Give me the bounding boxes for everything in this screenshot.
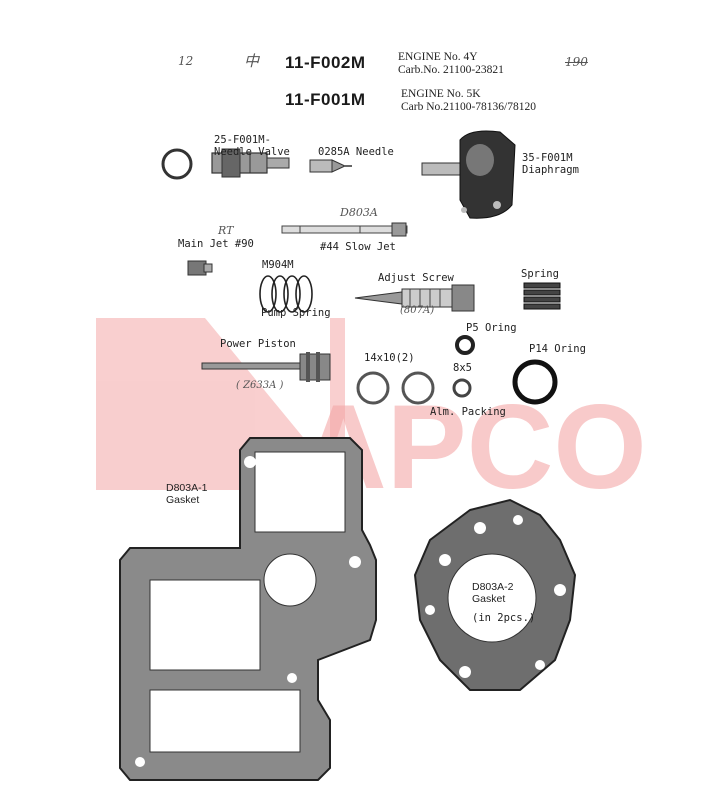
- packing-14x10-label: 14x10(2): [364, 352, 415, 364]
- gasket-1-label: D803A-1 Gasket: [166, 482, 207, 506]
- needle-icon: [309, 159, 352, 173]
- part-code: 35-F001M: [522, 152, 573, 164]
- alm-packing-label: Alm. Packing: [430, 406, 506, 418]
- part-name: Gasket: [166, 494, 200, 506]
- main-jet-hand-code: RT: [218, 224, 234, 237]
- engine-number: ENGINE No. 5K: [401, 88, 481, 100]
- diaphragm-label: 35-F001M Diaphragm: [522, 152, 579, 176]
- clip-ring-icon: [161, 148, 193, 180]
- p14-oring-icon: [512, 359, 558, 405]
- pump-spring-icon: [259, 275, 313, 313]
- kit-part-number: 11-F001M: [285, 90, 366, 109]
- packing-8x5-label: 8x5: [453, 362, 472, 374]
- kit-engine-info: ENGINE No. 5K Carb No.21100-78136/78120: [401, 88, 536, 114]
- handwritten-number: 12: [178, 54, 194, 68]
- part-name: Diaphragm: [522, 164, 579, 176]
- slow-jet-hand-code: D803A: [340, 206, 378, 219]
- gasket-1-icon: [119, 437, 377, 781]
- part-name: Needle Valve: [214, 146, 290, 158]
- pump-spring-label: Pump Spring: [261, 307, 331, 319]
- handwritten-mark: 190: [565, 55, 588, 69]
- power-piston-label: Power Piston: [220, 338, 296, 350]
- needle-valve-label: 25-F001M- Needle Valve: [214, 134, 290, 158]
- watermark-logo-base: [96, 420, 150, 490]
- p5-oring-label: P5 Oring: [466, 322, 517, 334]
- main-jet-label: Main Jet #90: [178, 238, 254, 250]
- carb-number: Carb.No. 21100-23821: [398, 64, 504, 76]
- part-code: 25-F001M-: [214, 134, 271, 146]
- needle-valve-icon: [211, 148, 290, 178]
- adjust-screw-hand-code: (807A): [400, 305, 435, 316]
- engine-number: ENGINE No. 4Y: [398, 51, 478, 63]
- slow-jet-icon: [281, 222, 408, 237]
- pump-spring-code: M904M: [262, 259, 294, 271]
- p5-oring-icon: [455, 335, 475, 355]
- handwritten-char: 中: [244, 52, 260, 70]
- diaphragm-icon: [421, 130, 516, 219]
- carb-number: Carb No.21100-78136/78120: [401, 101, 537, 113]
- slow-jet-label: #44 Slow Jet: [320, 241, 396, 253]
- kit-engine-info: ENGINE No. 4Y Carb.No. 21100-23821: [398, 51, 504, 77]
- part-code: D803A-2: [472, 581, 514, 593]
- spring-label: Spring: [521, 268, 559, 280]
- spring-icon: [523, 282, 561, 310]
- power-piston-hand-code: ( Z633A ): [236, 380, 284, 391]
- packing-14x10-icon: [356, 371, 390, 405]
- power-piston-icon: [201, 352, 331, 382]
- kit-part-number: 11-F002M: [285, 53, 366, 72]
- packing-14x10-icon: [401, 371, 435, 405]
- part-name: Gasket: [472, 593, 506, 605]
- gasket-2-note: (in 2pcs.): [472, 612, 536, 624]
- adjust-screw-label: Adjust Screw: [378, 272, 454, 284]
- adjust-screw-icon: [354, 284, 475, 312]
- main-jet-icon: [187, 260, 213, 276]
- gasket-2-label: D803A-2 Gasket: [472, 581, 513, 605]
- gasket-2-icon: [413, 498, 577, 691]
- part-code: D803A-1: [166, 482, 208, 494]
- needle-label: 0285A Needle: [318, 146, 394, 158]
- p14-oring-label: P14 Oring: [529, 343, 586, 355]
- packing-8x5-icon: [452, 378, 472, 398]
